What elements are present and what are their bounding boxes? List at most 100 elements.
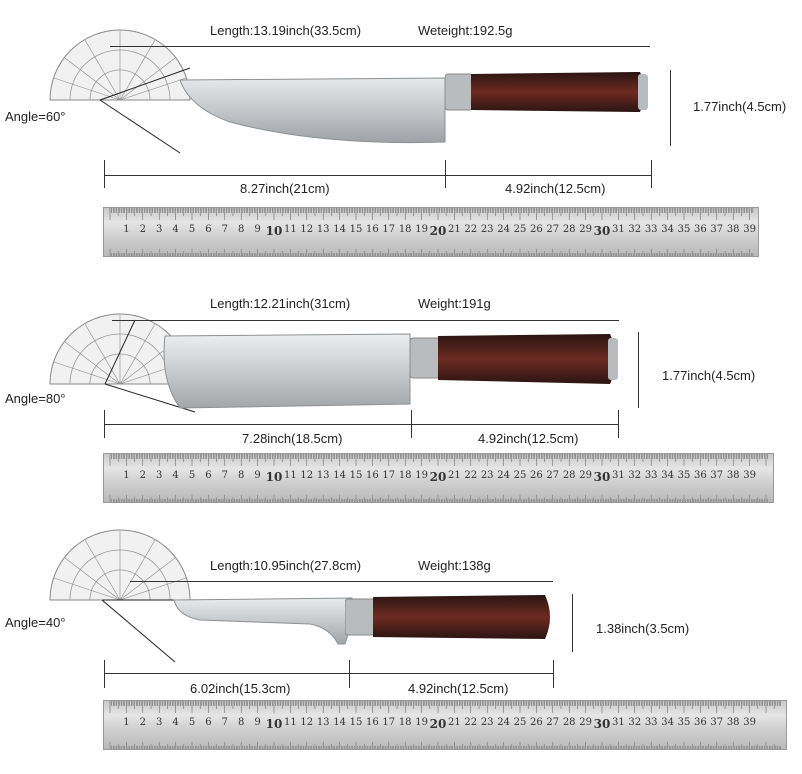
ruler-number: 2 bbox=[139, 224, 146, 235]
handle-length-label: 4.92inch(12.5cm) bbox=[408, 681, 509, 696]
ruler-number: 25 bbox=[513, 717, 527, 728]
ruler-number: 17 bbox=[382, 470, 396, 481]
ruler-number: 32 bbox=[628, 224, 642, 235]
ruler-number: 11 bbox=[284, 470, 297, 481]
blade-length-label: 8.27inch(21cm) bbox=[240, 181, 330, 196]
ruler-number: 21 bbox=[448, 717, 461, 728]
ruler-number: 28 bbox=[562, 470, 576, 481]
ruler-number: 35 bbox=[677, 470, 691, 481]
ruler-number: 5 bbox=[188, 717, 196, 728]
ruler-number: 21 bbox=[448, 224, 461, 235]
ruler-number: 15 bbox=[349, 470, 363, 481]
ruler-number: 28 bbox=[562, 224, 576, 235]
length-dim-line bbox=[112, 320, 619, 321]
ruler-number: 37 bbox=[710, 717, 724, 728]
ruler-number: 34 bbox=[661, 717, 674, 728]
ruler-number: 30 bbox=[593, 717, 611, 731]
ruler-ticks bbox=[109, 701, 782, 749]
ruler-number: 2 bbox=[139, 470, 146, 481]
ruler-number: 6 bbox=[205, 224, 212, 235]
ruler-number: 14 bbox=[333, 717, 346, 728]
ruler-number: 36 bbox=[694, 717, 707, 728]
ruler-number: 20 bbox=[429, 470, 447, 484]
protractor-icon bbox=[49, 529, 191, 663]
blade-handle-dim-line bbox=[104, 175, 652, 176]
blade-length-label: 7.28inch(18.5cm) bbox=[242, 431, 343, 446]
ruler-number: 7 bbox=[221, 470, 228, 481]
angle-label: Angle=60° bbox=[5, 109, 66, 124]
angle-label: Angle=40° bbox=[5, 615, 66, 630]
ruler-number: 8 bbox=[238, 717, 245, 728]
ruler-number: 24 bbox=[497, 224, 510, 235]
ruler-number: 31 bbox=[612, 470, 625, 481]
ruler-number: 30 bbox=[593, 470, 611, 484]
ruler-number: 17 bbox=[382, 224, 396, 235]
ruler-number: 38 bbox=[726, 717, 740, 728]
ruler-number: 3 bbox=[156, 224, 163, 235]
ruler-number: 2 bbox=[139, 717, 146, 728]
weight-label: Weteight:192.5g bbox=[418, 23, 513, 38]
ruler-number: 13 bbox=[316, 717, 330, 728]
ruler-number: 19 bbox=[415, 470, 428, 481]
ruler-number: 5 bbox=[188, 224, 196, 235]
ruler-number: 1 bbox=[123, 470, 130, 481]
ruler-number: 4 bbox=[172, 717, 179, 728]
dim-tick bbox=[411, 410, 412, 438]
ruler-number: 8 bbox=[238, 224, 245, 235]
ruler-number: 33 bbox=[644, 717, 658, 728]
ruler-number: 13 bbox=[316, 224, 330, 235]
ruler-ticks bbox=[109, 208, 754, 256]
ruler-number: 37 bbox=[710, 470, 724, 481]
height-label: 1.77inch(4.5cm) bbox=[693, 99, 787, 114]
ruler-number: 14 bbox=[333, 470, 346, 481]
ruler-number: 34 bbox=[661, 224, 674, 235]
weight-label: Weight:138g bbox=[418, 558, 491, 573]
ruler-number: 22 bbox=[464, 470, 478, 481]
ruler-number: 20 bbox=[429, 224, 447, 238]
ruler-number: 18 bbox=[398, 224, 412, 235]
length-dim-line bbox=[110, 46, 650, 47]
length-dim-line bbox=[130, 581, 553, 582]
ruler-number: 23 bbox=[480, 470, 494, 481]
ruler-number: 25 bbox=[513, 224, 527, 235]
ruler-number: 32 bbox=[628, 470, 642, 481]
ruler-number: 26 bbox=[530, 224, 543, 235]
ruler-number: 34 bbox=[661, 470, 674, 481]
ruler-number: 24 bbox=[497, 717, 510, 728]
ruler-number: 8 bbox=[238, 470, 245, 481]
handle-icon bbox=[345, 595, 550, 639]
ruler-number: 15 bbox=[349, 717, 363, 728]
ruler-number: 27 bbox=[546, 224, 560, 235]
ruler-number: 27 bbox=[546, 470, 560, 481]
ruler-number: 26 bbox=[530, 470, 543, 481]
ruler-number: 12 bbox=[300, 224, 314, 235]
ruler-number: 13 bbox=[316, 470, 330, 481]
ruler-number: 1 bbox=[123, 224, 130, 235]
ruler-number: 12 bbox=[300, 470, 314, 481]
ruler-number: 28 bbox=[562, 717, 576, 728]
height-dim-line bbox=[670, 70, 671, 146]
ruler-number: 14 bbox=[333, 224, 346, 235]
ruler-number: 22 bbox=[464, 224, 478, 235]
weight-label: Weight:191g bbox=[418, 296, 491, 311]
ruler-number: 18 bbox=[398, 717, 412, 728]
length-label: Length:13.19inch(33.5cm) bbox=[210, 23, 362, 38]
dim-tick bbox=[651, 160, 652, 188]
dim-tick bbox=[349, 660, 350, 688]
handle-icon bbox=[410, 334, 618, 384]
ruler-number: 29 bbox=[579, 224, 592, 235]
ruler-number: 10 bbox=[265, 224, 283, 238]
blade-icon bbox=[163, 333, 411, 409]
ruler-number: 26 bbox=[530, 717, 543, 728]
handle-icon bbox=[445, 72, 648, 112]
dim-tick bbox=[104, 410, 105, 438]
ruler-number: 30 bbox=[593, 224, 611, 238]
blade-handle-dim-line bbox=[104, 424, 619, 425]
ruler-number: 22 bbox=[464, 717, 478, 728]
ruler-number: 27 bbox=[546, 717, 560, 728]
ruler-ticks bbox=[109, 454, 768, 502]
ruler-number: 32 bbox=[628, 717, 642, 728]
